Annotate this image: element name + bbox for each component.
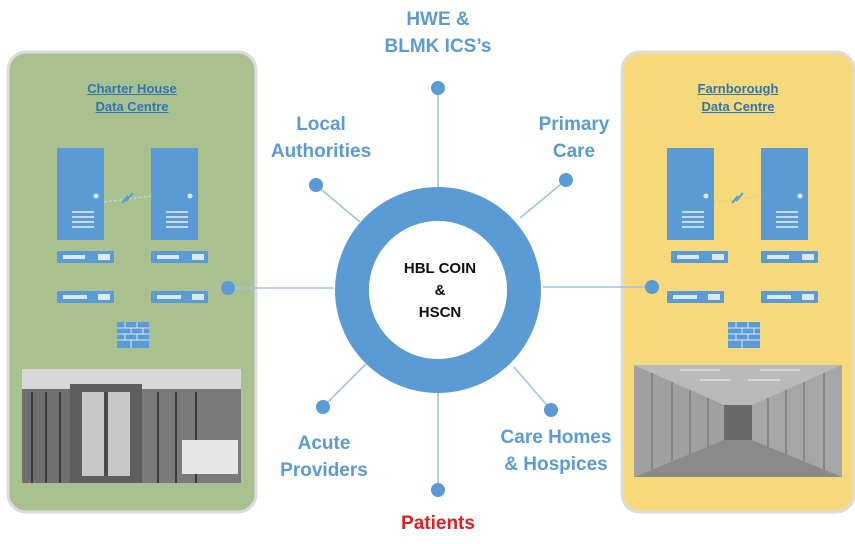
hub-center: [369, 221, 507, 359]
node-dot-primary-care: [559, 173, 573, 187]
spoke-primary-care: [519, 179, 567, 219]
node-label-acute-providers-line2: Providers: [280, 460, 368, 481]
right-datacentre-title: Farnborough Data Centre: [668, 80, 808, 116]
left-datacentre-title-line2: Data Centre: [95, 99, 169, 114]
node-dot-left-dc: [221, 281, 235, 295]
right-server-2: [761, 148, 808, 240]
right-datacentre-title-line1: Farnborough: [697, 81, 779, 96]
lightning-link-icon-right: [713, 192, 762, 204]
node-label-local-authorities-line1: Local: [296, 114, 346, 135]
node-label-care-homes-line2: & Hospices: [504, 454, 608, 475]
node-label-patients-text: Patients: [401, 513, 475, 534]
spoke-care-homes: [513, 366, 552, 411]
hub-label-line3: HSCN: [418, 304, 462, 321]
node-dot-right-dc: [645, 280, 659, 294]
node-label-ics-line1: HWE &: [406, 9, 470, 30]
hub-label-line1: HBL COIN: [403, 260, 477, 277]
node-label-acute-providers: Acute Providers: [264, 430, 384, 484]
node-dot-local-authorities: [309, 178, 323, 192]
right-switch-4: [761, 291, 818, 303]
hub-label-line2: &: [434, 282, 446, 299]
node-label-patients: Patients: [388, 510, 488, 537]
spoke-local-authorities: [315, 184, 361, 223]
node-dot-care-homes: [544, 403, 558, 417]
node-label-local-authorities: Local Authorities: [256, 111, 386, 165]
right-switch-3: [667, 291, 724, 303]
server-room-photo-left: [22, 369, 241, 483]
left-switch-3: [57, 291, 114, 303]
left-server-1: [57, 148, 104, 240]
node-label-ics-line2: BLMK ICS’s: [384, 36, 492, 57]
left-datacentre-title-line1: Charter House: [87, 81, 177, 96]
node-dot-top: [431, 81, 445, 95]
left-server-2: [151, 148, 198, 240]
node-label-care-homes-line1: Care Homes: [500, 427, 612, 448]
node-label-local-authorities-line2: Authorities: [270, 141, 372, 162]
node-label-acute-providers-line1: Acute: [297, 433, 351, 454]
right-server-1: [667, 148, 714, 240]
left-datacentre-title: Charter House Data Centre: [52, 80, 212, 116]
left-switch-4: [151, 291, 208, 303]
node-dot-acute: [316, 400, 330, 414]
left-switch-1: [57, 251, 114, 263]
lightning-link-icon: [103, 192, 152, 204]
node-label-primary-care-line2: Care: [552, 141, 596, 162]
node-label-care-homes: Care Homes & Hospices: [486, 424, 626, 478]
right-datacentre-title-line2: Data Centre: [701, 99, 775, 114]
node-dot-patients: [431, 483, 445, 497]
firewall-icon: [117, 322, 149, 348]
hub-label: HBL COIN & HSCN: [390, 258, 490, 324]
node-label-primary-care-line1: Primary: [538, 114, 610, 135]
right-switch-2: [761, 251, 818, 263]
spoke-acute: [322, 363, 367, 408]
node-label-primary-care: Primary Care: [524, 111, 624, 165]
firewall-icon-right: [728, 322, 760, 348]
left-switch-2: [151, 251, 208, 263]
node-label-ics: HWE & BLMK ICS’s: [360, 6, 516, 60]
server-room-photo-right: [634, 365, 842, 477]
hub-ring: [335, 187, 541, 393]
right-switch-1: [671, 251, 728, 263]
